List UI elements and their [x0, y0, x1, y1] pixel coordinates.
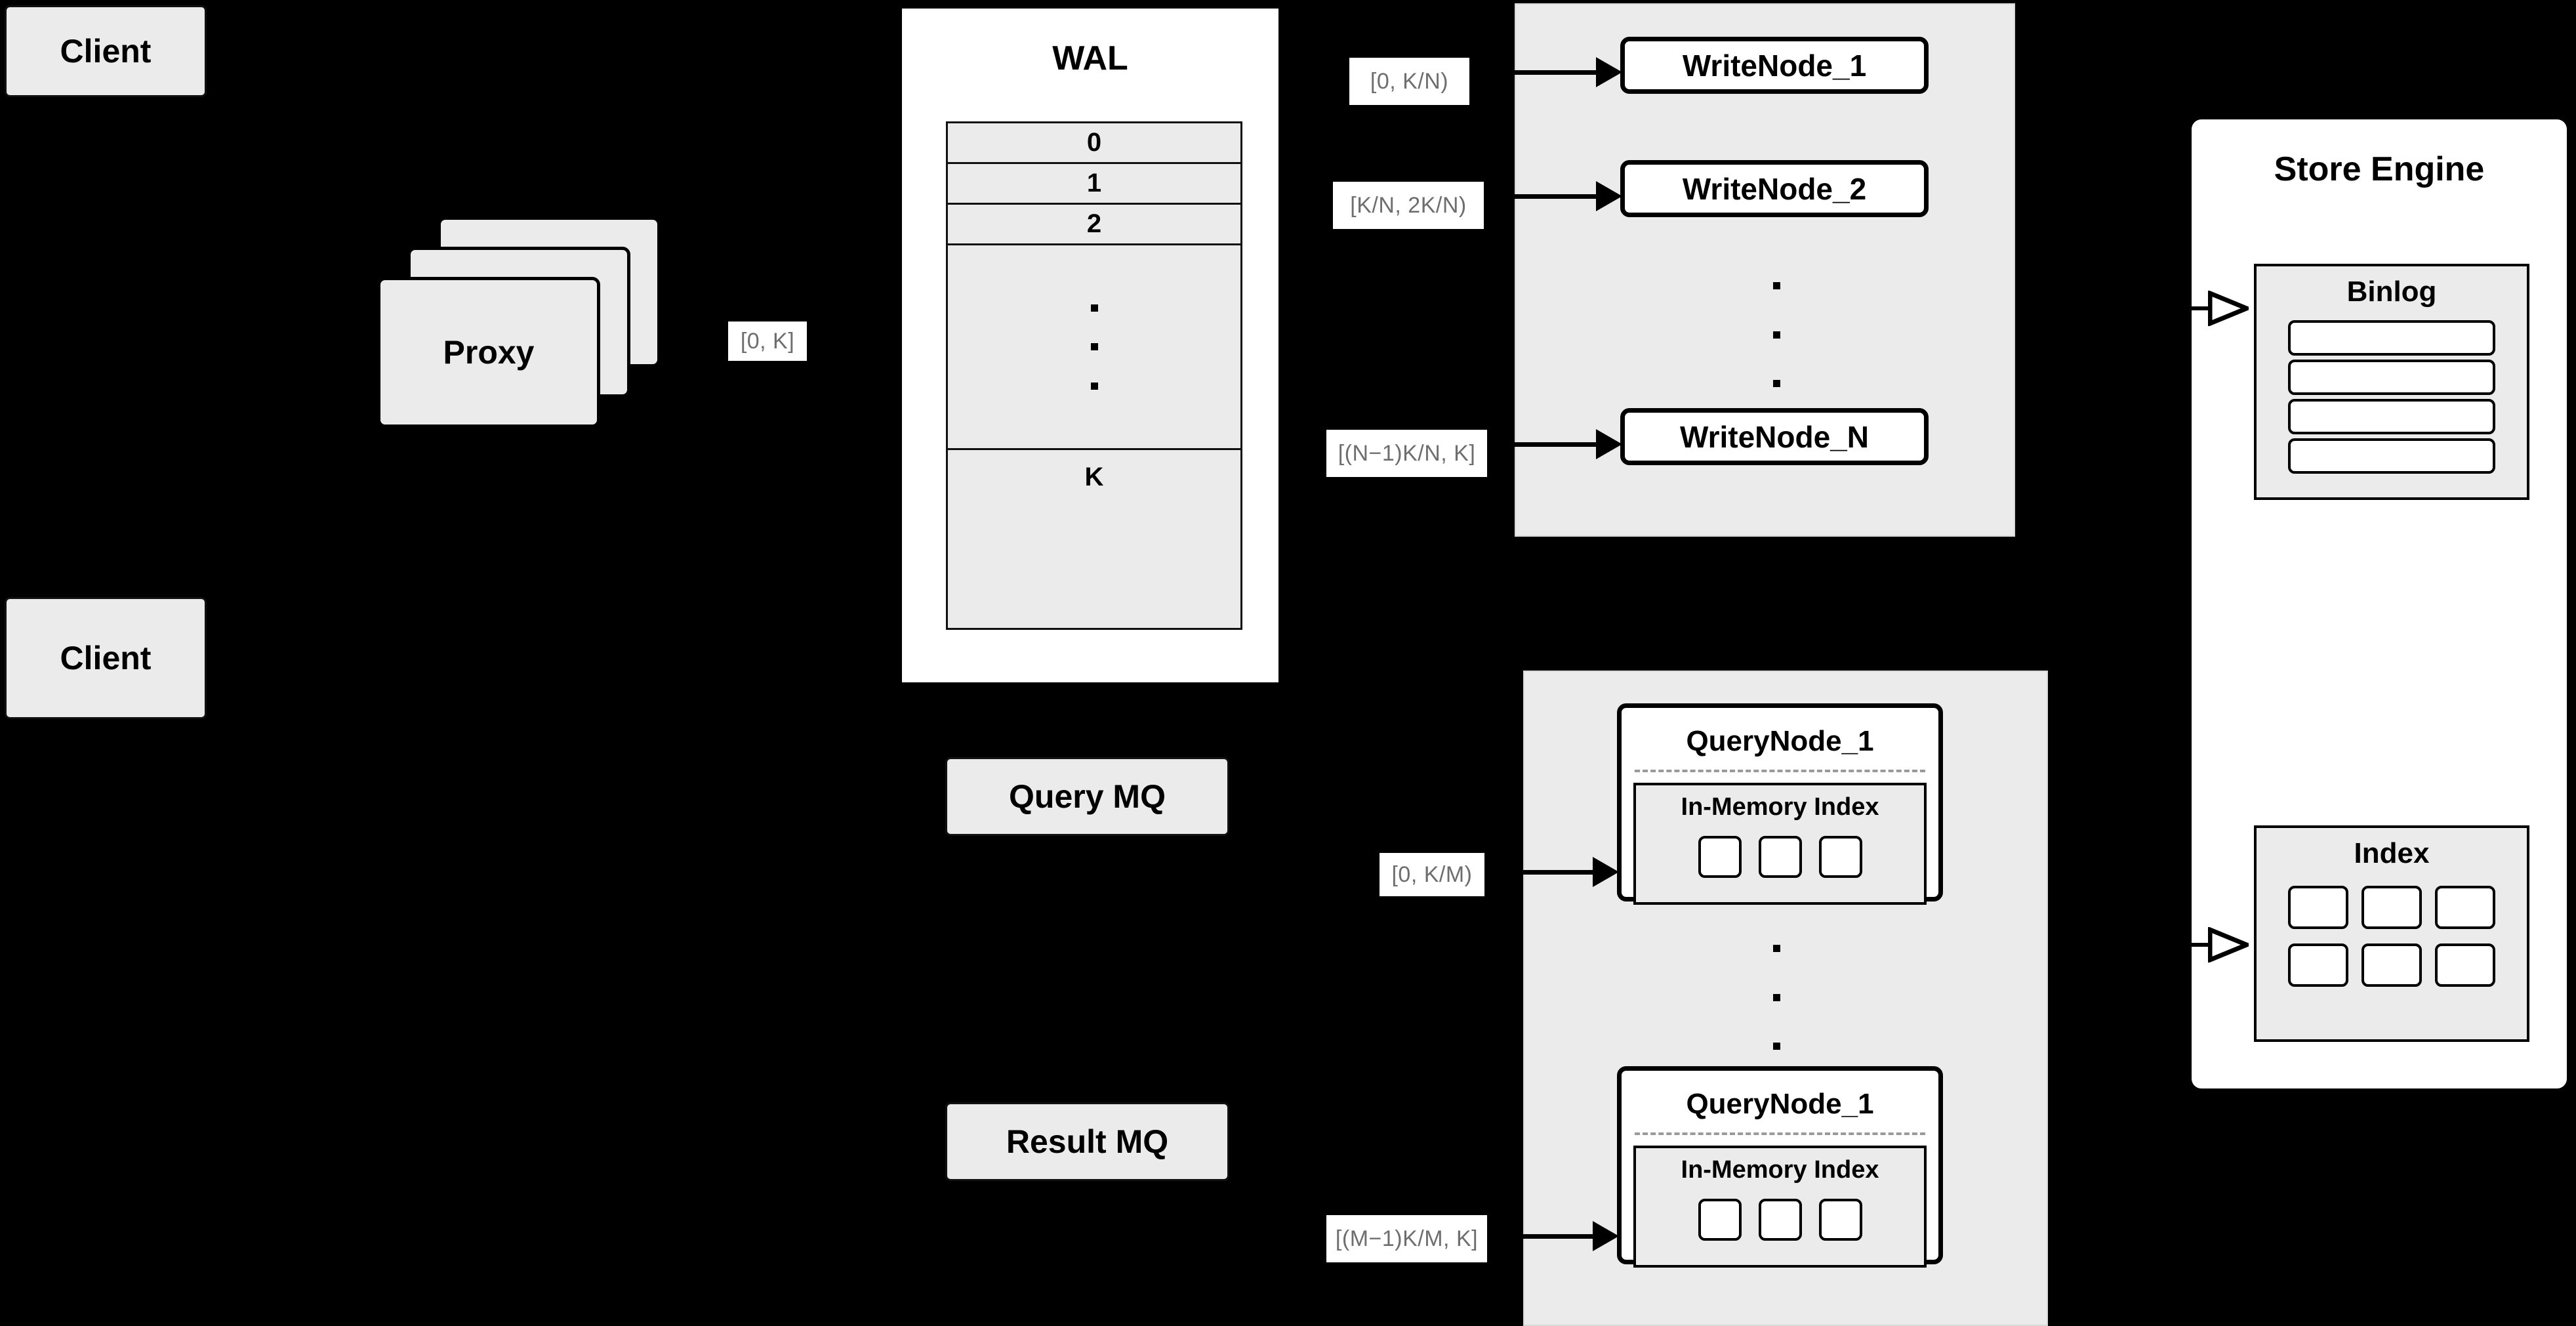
- index-chip[interactable]: [1698, 1199, 1742, 1241]
- wal-row[interactable]: 2: [948, 205, 1240, 245]
- edge-label-writenode-1: [0, K/N): [1349, 58, 1469, 105]
- wal-panel: WAL 0 1 2 K: [897, 4, 1283, 687]
- in-memory-index-box-1: In-Memory Index: [1633, 783, 1927, 905]
- index-box: Index: [2254, 825, 2529, 1042]
- binlog-box: Binlog: [2254, 264, 2529, 500]
- result-mq-box[interactable]: Result MQ: [945, 1102, 1229, 1181]
- arrow-line-querynode-m: [1523, 1234, 1603, 1239]
- binlog-title: Binlog: [2346, 276, 2437, 308]
- query-node-ellipsis-dots: [1771, 945, 1782, 1050]
- in-memory-index-label-1: In-Memory Index: [1681, 793, 1879, 821]
- index-chip[interactable]: [1818, 1199, 1862, 1241]
- arrow-line-writenode-2: [1515, 194, 1606, 199]
- arrow-head-writenode-1: [1596, 57, 1622, 87]
- edge-label-querynode-m: [(M−1)K/M, K]: [1326, 1215, 1487, 1262]
- wal-row[interactable]: K: [948, 450, 1240, 504]
- arrow-head-querynode-m: [1593, 1221, 1619, 1251]
- write-node-label-2: WriteNode_2: [1682, 171, 1867, 206]
- index-cell[interactable]: [2288, 943, 2348, 987]
- write-node-box-2[interactable]: WriteNode_2: [1620, 160, 1929, 217]
- write-node-label-1: WriteNode_1: [1682, 48, 1867, 83]
- arrow-line-querynode-1: [1523, 870, 1603, 875]
- client-box-2[interactable]: Client: [5, 597, 207, 719]
- edge-label-proxy-to-wal: [0, K]: [728, 321, 807, 361]
- client-label-2: Client: [60, 640, 152, 676]
- query-node-separator-2: [1635, 1132, 1925, 1135]
- store-engine-panel: Store Engine Binlog Index: [2187, 115, 2571, 1093]
- arrow-line-binlog: [2187, 306, 2215, 310]
- wal-row[interactable]: 0: [948, 123, 1240, 164]
- query-node-label-1: QueryNode_1: [1686, 725, 1874, 757]
- wal-ellipsis-dots: [1090, 304, 1098, 390]
- query-node-box-2[interactable]: QueryNode_1 In-Memory Index: [1617, 1066, 1943, 1268]
- query-node-box-1[interactable]: QueryNode_1 In-Memory Index: [1617, 703, 1943, 905]
- wal-rows: 0 1 2 K: [946, 121, 1242, 630]
- binlog-row[interactable]: [2288, 438, 2495, 474]
- arrow-line-writenode-n: [1515, 442, 1606, 447]
- index-chip[interactable]: [1758, 1199, 1802, 1241]
- result-mq-label: Result MQ: [1006, 1123, 1169, 1160]
- arrow-head-writenode-2: [1596, 181, 1622, 211]
- wal-row-ellipsis: [948, 245, 1240, 450]
- arrow-head-index-open-icon: [2208, 927, 2249, 963]
- proxy-label: Proxy: [443, 334, 535, 371]
- index-cell[interactable]: [2435, 943, 2495, 987]
- wal-title: WAL: [1052, 39, 1128, 77]
- write-node-label-n: WriteNode_N: [1680, 419, 1869, 454]
- binlog-row[interactable]: [2288, 399, 2495, 434]
- index-chip[interactable]: [1698, 836, 1742, 878]
- edge-label-querynode-1: [0, K/M): [1380, 853, 1484, 896]
- index-chip[interactable]: [1758, 836, 1802, 878]
- client-label-1: Client: [60, 33, 152, 70]
- write-node-ellipsis-dots: [1771, 282, 1782, 387]
- proxy-stack[interactable]: Proxy: [377, 217, 679, 433]
- index-chip[interactable]: [1818, 836, 1862, 878]
- write-node-box-n[interactable]: WriteNode_N: [1620, 408, 1929, 465]
- arrow-head-querynode-1: [1593, 857, 1619, 887]
- query-node-separator-1: [1635, 770, 1925, 772]
- write-node-box-1[interactable]: WriteNode_1: [1620, 37, 1929, 94]
- arrow-head-writenode-n: [1596, 429, 1622, 459]
- binlog-row[interactable]: [2288, 320, 2495, 356]
- arrow-line-writenode-1: [1515, 70, 1606, 75]
- index-cell[interactable]: [2435, 886, 2495, 929]
- index-cell[interactable]: [2361, 943, 2422, 987]
- query-mq-label: Query MQ: [1009, 778, 1166, 815]
- edge-label-writenode-2: [K/N, 2K/N): [1333, 182, 1484, 229]
- store-engine-title: Store Engine: [2274, 150, 2485, 188]
- in-memory-index-label-2: In-Memory Index: [1681, 1156, 1879, 1184]
- index-cell[interactable]: [2361, 886, 2422, 929]
- index-cell[interactable]: [2288, 886, 2348, 929]
- wal-row[interactable]: 1: [948, 164, 1240, 205]
- query-mq-box[interactable]: Query MQ: [945, 757, 1229, 836]
- in-memory-index-box-2: In-Memory Index: [1633, 1146, 1927, 1268]
- arrow-head-binlog-open-icon: [2208, 291, 2249, 326]
- edge-label-writenode-n: [(N−1)K/N, K]: [1326, 430, 1487, 477]
- binlog-row[interactable]: [2288, 360, 2495, 395]
- proxy-card-front: Proxy: [377, 277, 600, 428]
- index-title: Index: [2354, 837, 2430, 869]
- arrow-line-index: [2187, 943, 2215, 947]
- query-node-label-2: QueryNode_1: [1686, 1088, 1874, 1120]
- client-box-1[interactable]: Client: [5, 5, 207, 97]
